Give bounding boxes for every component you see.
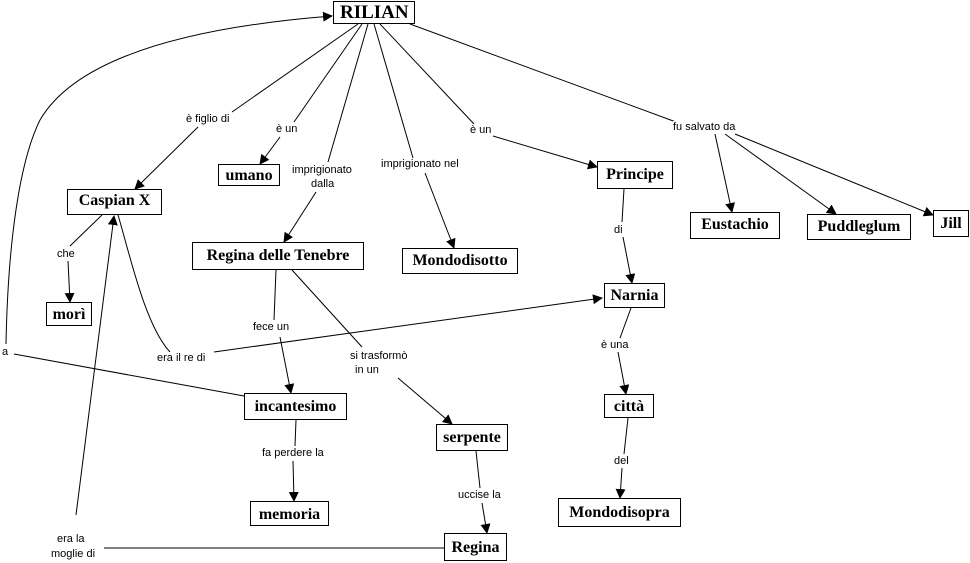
link-e-figlio-di: è figlio di xyxy=(186,113,230,126)
edge-che-mori xyxy=(64,260,75,303)
concept-citta: città xyxy=(604,394,654,418)
edge-di-narnia xyxy=(622,236,636,284)
edge-salvato-jill xyxy=(734,133,934,217)
edge-a-rilian xyxy=(5,11,333,345)
link-fu-salvato-da: fu salvato da xyxy=(673,121,736,134)
edge-caspian-che xyxy=(69,214,103,247)
edge-narnia-euna xyxy=(619,307,632,339)
concept-rilian: RILIAN xyxy=(333,1,415,24)
concept-incantesimo: incantesimo xyxy=(244,393,347,420)
concept-regina-delle-tenebre: Regina delle Tenebre xyxy=(192,242,364,270)
edge-del-mondodisopra xyxy=(615,467,626,499)
edge-serpente-uccise xyxy=(475,450,481,489)
edge-incantesimo-fa xyxy=(294,419,297,447)
link-a: a xyxy=(2,346,9,359)
link-fece-un: fece un xyxy=(253,321,290,334)
concept-eustachio: Eustachio xyxy=(690,212,780,239)
edge-trasf-serpente xyxy=(397,377,453,425)
edge-moglie-caspian xyxy=(75,215,118,516)
link-era-il-re-di: era il re di xyxy=(157,352,206,365)
concept-serpente: serpente xyxy=(436,424,508,451)
concept-principe: Principe xyxy=(597,161,673,189)
edge-rilian-salvato xyxy=(409,23,677,123)
link-di: di xyxy=(614,224,623,237)
link-era-la-moglie-di-2: moglie di xyxy=(51,548,96,561)
concept-regina: Regina xyxy=(444,533,507,561)
link-del: del xyxy=(614,455,629,468)
link-e-un-principe: è un xyxy=(470,124,492,137)
concept-mondodisotto: Mondodisotto xyxy=(402,248,518,274)
edge-figlio-caspian xyxy=(134,126,199,190)
edge-caspian-re xyxy=(117,214,171,353)
edge-fece-incantesimo xyxy=(279,336,295,394)
concept-mondodisopra: Mondodisopra xyxy=(558,498,681,527)
link-si-trasformo-1: si trasformò xyxy=(350,350,408,363)
link-fa-perdere-la: fa perdere la xyxy=(262,447,324,460)
link-e-una: è una xyxy=(601,339,629,352)
edge-rilian-eun2 xyxy=(379,23,475,125)
concept-puddleglum: Puddleglum xyxy=(807,214,911,240)
concept-mori: morì xyxy=(46,302,92,326)
edge-rilian-figlio xyxy=(231,23,359,113)
edge-incantesimo-a xyxy=(13,353,245,397)
concept-jill: Jill xyxy=(933,210,969,237)
concept-narnia: Narnia xyxy=(604,283,665,308)
concept-memoria: memoria xyxy=(250,501,329,526)
edge-regina-trasf xyxy=(291,269,363,348)
edge-eun2-principe xyxy=(492,135,598,170)
edge-regina-fece xyxy=(273,269,277,321)
edge-uccise-regina xyxy=(480,502,491,534)
edge-fa-memoria xyxy=(288,460,299,502)
edge-principe-di xyxy=(621,188,625,223)
edge-rilian-eun1 xyxy=(293,23,363,123)
edge-impr2-mondodisotto xyxy=(424,172,456,249)
edge-impr1-regina xyxy=(283,191,317,243)
link-imprigionato-nel: imprigionato nel xyxy=(381,158,459,171)
link-che: che xyxy=(57,248,75,261)
link-si-trasformo-2: in un xyxy=(355,364,379,377)
edge-euna-citta xyxy=(617,351,630,395)
edge-re-narnia xyxy=(213,294,603,353)
link-imprigionato-dalla-2: dalla xyxy=(311,178,335,191)
edge-rilian-impr2 xyxy=(373,23,414,159)
edge-citta-del xyxy=(623,417,629,455)
concept-caspian-x: Caspian X xyxy=(67,189,162,215)
concept-umano: umano xyxy=(218,164,280,186)
link-e-un-umano: è un xyxy=(276,123,298,136)
edge-rilian-impr1 xyxy=(327,23,369,163)
link-imprigionato-dalla-1: imprigionato xyxy=(292,164,352,177)
link-uccise-la: uccise la xyxy=(458,489,501,502)
edge-salvato-puddleglum xyxy=(724,133,837,215)
link-era-la-moglie-di-1: era la xyxy=(57,533,85,546)
edge-salvato-eustachio xyxy=(714,133,735,213)
edge-eun1-umano xyxy=(259,136,281,165)
